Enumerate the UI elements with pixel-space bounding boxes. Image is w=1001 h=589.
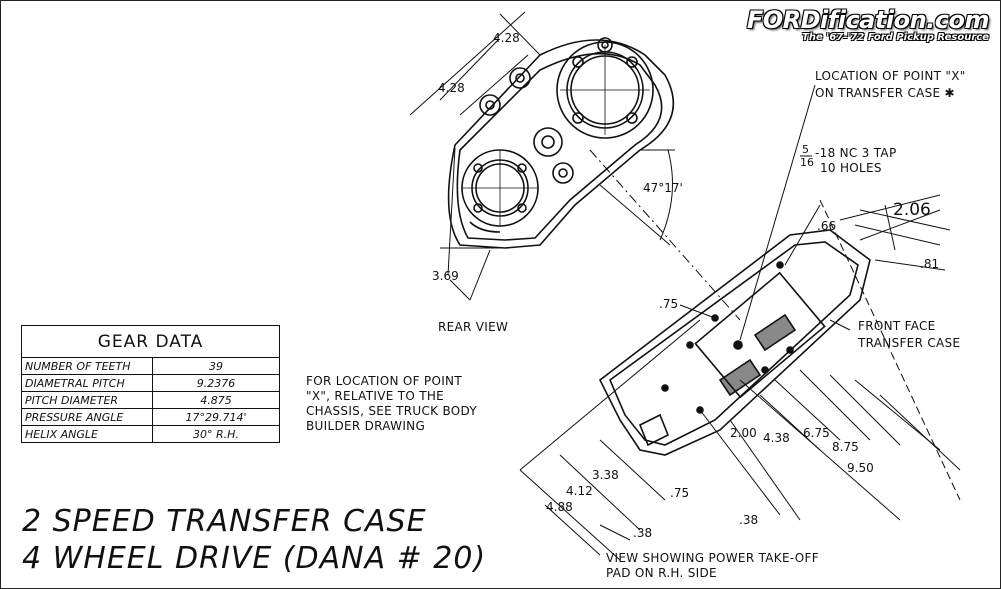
dim-38-right: .38 xyxy=(739,513,758,527)
table-row: HELIX ANGLE 30° R.H. xyxy=(21,425,280,443)
note-pto-line1: VIEW SHOWING POWER TAKE-OFF xyxy=(606,551,819,565)
table-row: DIAMETRAL PITCH 9.2376 xyxy=(21,374,280,392)
dim-875: 8.75 xyxy=(832,440,859,454)
note-point-x-line1: LOCATION OF POINT "X" xyxy=(815,69,966,83)
tap-fraction-num: 5 xyxy=(802,143,809,156)
dim-75-top: .75 xyxy=(659,297,678,311)
dim-200: 2.00 xyxy=(730,426,757,440)
note-point-x-line2: ON TRANSFER CASE ✱ xyxy=(815,86,955,100)
table-row: PRESSURE ANGLE 17°29.714' xyxy=(21,408,280,426)
dim-438: 4.38 xyxy=(763,431,790,445)
note-front-face-line1: FRONT FACE xyxy=(858,319,936,333)
dim-81: .81 xyxy=(920,257,939,271)
note-tap-line1: -18 NC 3 TAP xyxy=(815,146,896,160)
table-row: NUMBER OF TEETH 39 xyxy=(21,357,280,375)
dim-412: 4.12 xyxy=(566,484,593,498)
note-tap-line2: 10 HOLES xyxy=(820,161,882,175)
dim-950: 9.50 xyxy=(847,461,874,475)
side-view-case xyxy=(598,229,871,456)
tap-fraction-den: 16 xyxy=(800,156,814,169)
rear-view-label: REAR VIEW xyxy=(438,320,508,334)
side-view-dimension-lines xyxy=(519,84,961,561)
note-pto-line2: PAD ON R.H. SIDE xyxy=(606,566,717,580)
gear-row-value: 9.2376 xyxy=(152,374,280,392)
note-chassis-line4: BUILDER DRAWING xyxy=(306,419,425,433)
gear-row-value: 30° R.H. xyxy=(152,425,280,443)
dim-206: 2.06 xyxy=(893,200,931,220)
site-tagline: The '67-'72 Ford Pickup Resource xyxy=(802,32,989,43)
dim-488: 4.88 xyxy=(546,500,573,514)
rear-view-upper-bore xyxy=(556,41,654,139)
gear-row-value: 39 xyxy=(152,357,280,375)
dim-338: 3.38 xyxy=(592,468,619,482)
table-row: PITCH DIAMETER 4.875 xyxy=(21,391,280,409)
dim-rear-top-b: 4.28 xyxy=(438,81,465,95)
note-chassis-line2: "X", RELATIVE TO THE xyxy=(306,389,444,403)
title-line2: 4 WHEEL DRIVE (DANA # 20) xyxy=(22,541,486,576)
dim-rear-top-a: 4.28 xyxy=(493,31,520,45)
gear-row-label: NUMBER OF TEETH xyxy=(21,357,153,375)
gear-row-label: DIAMETRAL PITCH xyxy=(21,374,153,392)
gear-row-label: PITCH DIAMETER xyxy=(21,391,153,409)
dim-675: 6.75 xyxy=(803,426,830,440)
gear-row-value: 4.875 xyxy=(152,391,280,409)
gear-row-label: PRESSURE ANGLE xyxy=(21,408,153,426)
dim-rear-angle: 47°17' xyxy=(643,181,683,195)
gear-row-label: HELIX ANGLE xyxy=(21,425,153,443)
dim-rear-left: 3.69 xyxy=(432,269,459,283)
gear-data-title: GEAR DATA xyxy=(21,325,280,358)
note-chassis-line1: FOR LOCATION OF POINT xyxy=(306,374,462,388)
dim-38-left: .38 xyxy=(633,526,652,540)
title-line1: 2 SPEED TRANSFER CASE xyxy=(22,504,427,539)
gear-data-table: GEAR DATA NUMBER OF TEETH 39 DIAMETRAL P… xyxy=(21,325,280,443)
note-chassis-line3: CHASSIS, SEE TRUCK BODY xyxy=(306,404,477,418)
note-front-face-line2: TRANSFER CASE xyxy=(857,336,960,350)
dim-66: .66 xyxy=(817,219,836,233)
gear-row-value: 17°29.714' xyxy=(152,408,280,426)
dim-75-bottom: .75 xyxy=(670,486,689,500)
rear-view-lower-bore xyxy=(461,149,539,227)
site-logo: FORDification.com The '67-'72 Ford Picku… xyxy=(746,6,990,43)
site-logo-text: FORDification.com xyxy=(746,6,990,34)
